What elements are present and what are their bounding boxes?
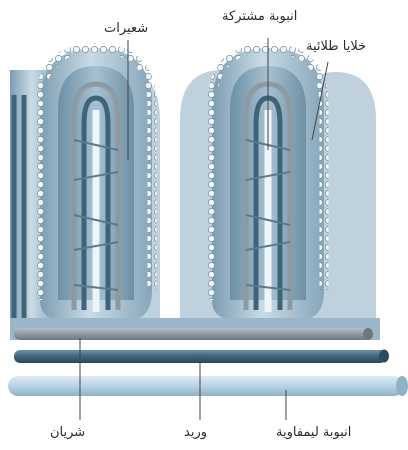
- label-epithelial: خلايا طلائية: [306, 40, 366, 53]
- label-lymph: انبوبة ليمفاوية: [276, 426, 351, 439]
- lymph-tube: [8, 376, 404, 396]
- label-lacteal: انبوبة مشتركة: [222, 10, 297, 23]
- label-capillaries: شعيرات: [104, 22, 148, 35]
- label-artery: شريان: [50, 426, 85, 439]
- label-vein: وريد: [184, 426, 207, 439]
- artery-tube: [14, 328, 370, 340]
